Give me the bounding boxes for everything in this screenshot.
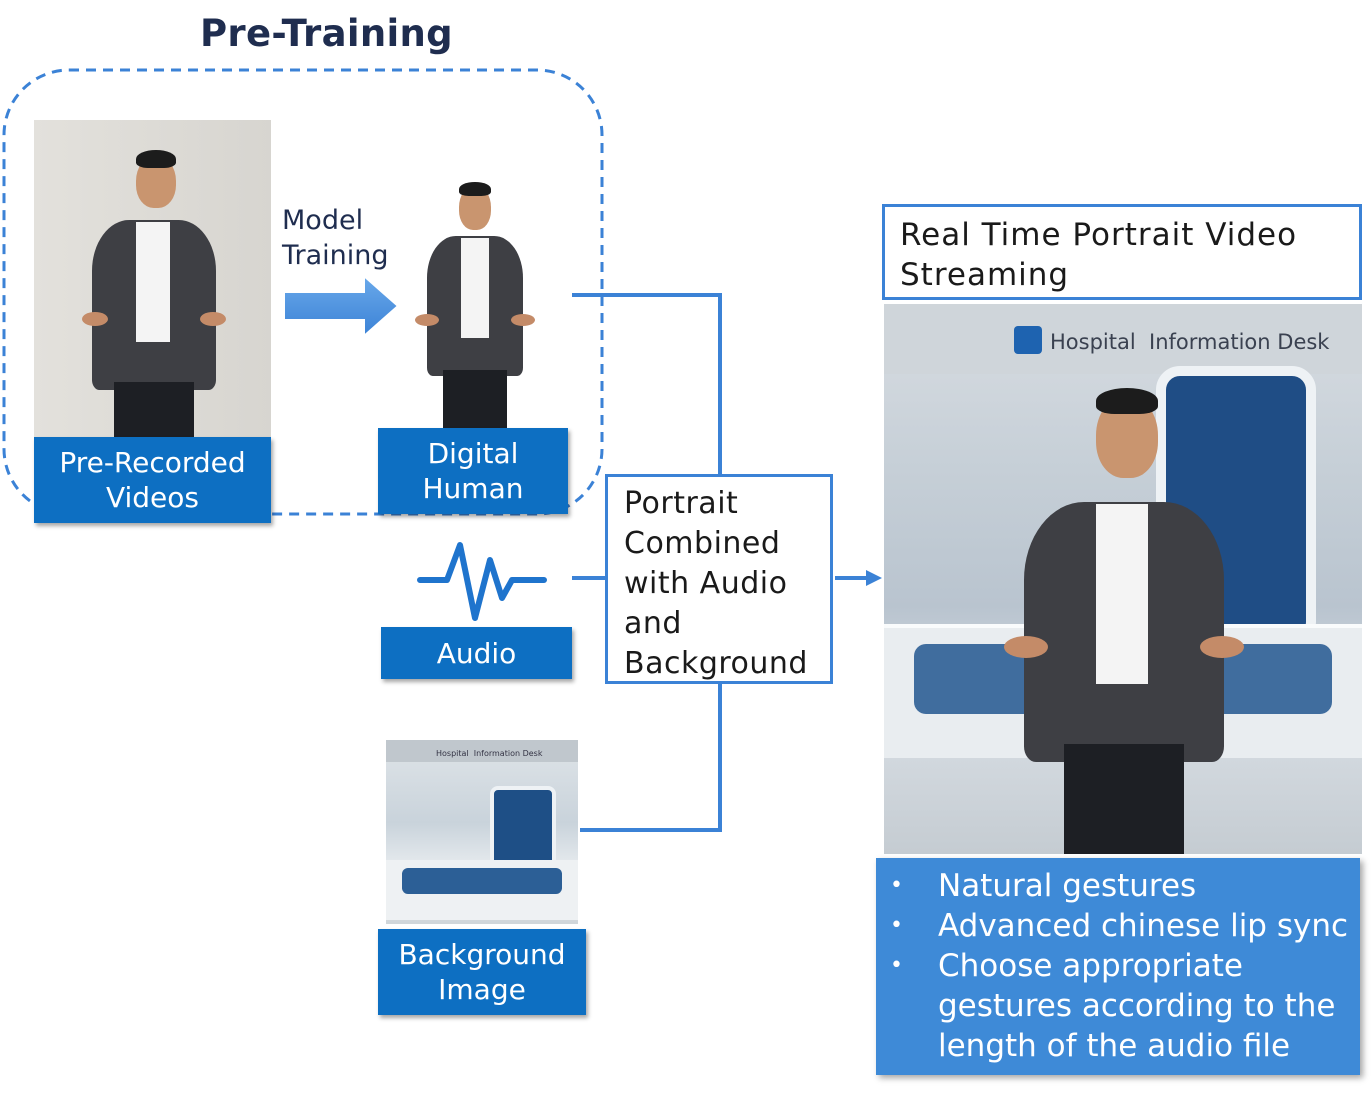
feature-item: •Advanced chinese lip sync (890, 908, 1349, 944)
hospital-sign-text: Hospital Information Desk (1050, 330, 1330, 354)
model-training-label: Model Training (282, 205, 389, 271)
connector-digital-human (572, 293, 722, 474)
features-panel: •Natural gestures •Advanced chinese lip … (876, 858, 1360, 1075)
background-image-box: Background Image (378, 929, 586, 1015)
person-figure (74, 150, 234, 440)
pre-recorded-videos-box: Pre-Recorded Videos (34, 437, 271, 523)
audio-box: Audio (381, 627, 572, 679)
person-figure (1004, 384, 1244, 854)
digital-human-image (405, 180, 545, 430)
real-time-streaming-label: Real Time Portrait Video Streaming (882, 204, 1362, 300)
portrait-combined-box: Portrait Combined with Audio and Backgro… (605, 474, 833, 684)
pre-training-title: Pre-Training (200, 12, 453, 55)
output-video-frame: Hospital Information Desk (884, 304, 1362, 854)
person-figure (415, 180, 535, 430)
sign-text: Hospital Information Desk (436, 749, 543, 758)
output-arrowhead (866, 570, 882, 586)
feature-item: •Natural gestures (890, 868, 1197, 904)
connector-background (580, 684, 722, 832)
feature-item: •Choose appropriate gestures according t… (890, 948, 1336, 1064)
pre-recorded-video-image (34, 120, 271, 440)
digital-human-box: Digital Human (378, 428, 568, 514)
background-image-thumbnail: Hospital Information Desk (386, 740, 578, 924)
audio-wave-icon (417, 542, 547, 621)
model-training-arrow (283, 273, 400, 339)
